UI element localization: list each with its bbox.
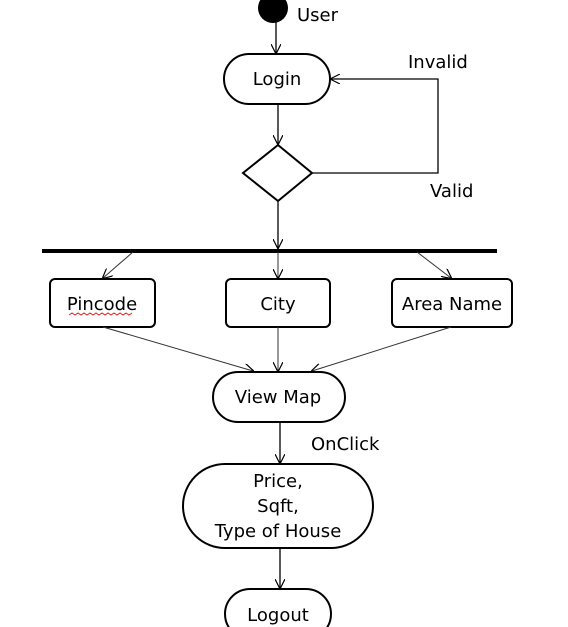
edge-fork-pincode <box>103 251 134 278</box>
spellcheck-underline <box>68 312 133 316</box>
details-line-type: Type of House <box>214 521 342 542</box>
edge-pincode-viewmap <box>102 326 253 371</box>
start-label: User <box>297 5 339 26</box>
start-node <box>258 0 288 23</box>
city-label: City <box>260 294 296 315</box>
logout-node <box>224 588 332 627</box>
edge-fork-area <box>416 251 451 278</box>
edge-invalid-loop <box>312 79 439 174</box>
details-line-price: Price, <box>253 471 303 492</box>
login-label: Login <box>253 69 302 90</box>
house-details-node <box>182 463 374 549</box>
pincode-label: Pincode <box>67 294 137 315</box>
valid-label: Valid <box>430 181 473 202</box>
logout-label: Logout <box>247 605 309 626</box>
invalid-label: Invalid <box>408 52 468 73</box>
details-line-sqft: Sqft, <box>257 496 299 517</box>
edge-area-viewmap <box>312 326 452 371</box>
view-map-label: View Map <box>235 387 321 408</box>
area-name-label: Area Name <box>402 294 502 315</box>
view-map-node <box>212 371 346 423</box>
onclick-label: OnClick <box>311 434 380 455</box>
area-name-node <box>391 278 513 328</box>
validation-decision <box>241 143 314 203</box>
